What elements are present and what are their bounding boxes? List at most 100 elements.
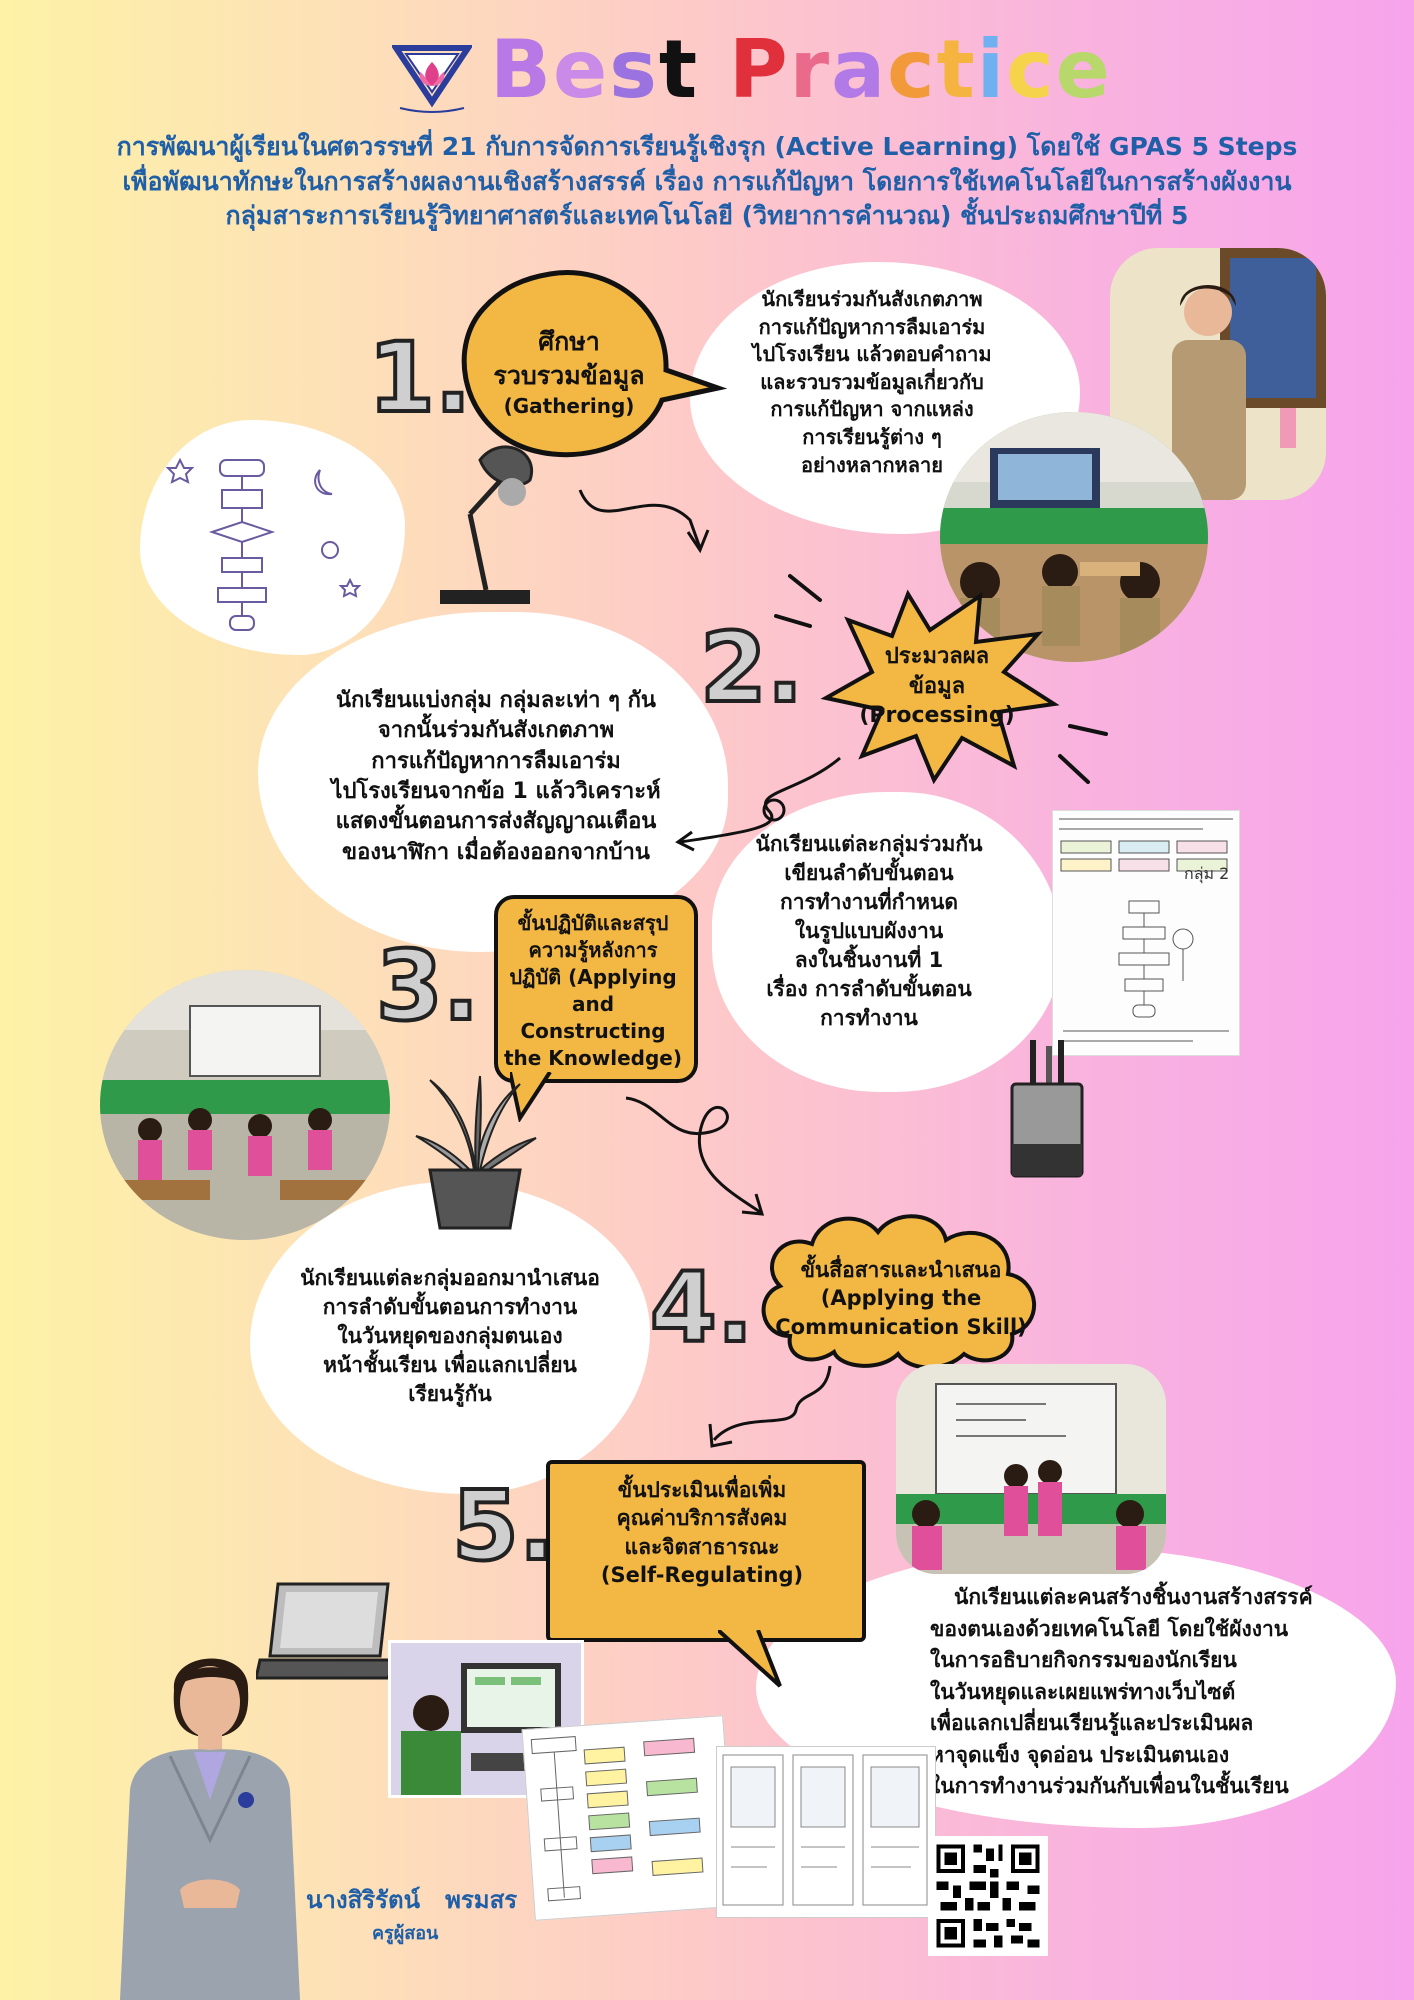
step4-number: 4.	[648, 1252, 755, 1364]
teacher-role: ครูผู้สอน	[372, 1923, 439, 1944]
step1-description: นักเรียนร่วมกันสังเกตภาพ การแก้ปัญหาการล…	[712, 286, 1032, 479]
subtitle-line-2: เพื่อพัฒนาทักษะในการสร้างผลงานเชิงสร้างส…	[122, 166, 1292, 196]
step2-left-line: นักเรียนแบ่งกลุ่ม กลุ่มละเท่า ๆ กัน	[336, 688, 656, 713]
school-logo	[390, 44, 474, 116]
student-computer-photo	[388, 1640, 584, 1798]
step2-burst	[808, 580, 1068, 790]
title-letter: s	[609, 23, 659, 116]
step5-bubble-tail	[716, 1628, 788, 1690]
website-screenshot	[716, 1746, 936, 1918]
laptop-icon	[254, 1578, 406, 1688]
step3-description: นักเรียนแต่ละกลุ่มออกมานำเสนอ การลำดับขั…	[270, 1264, 630, 1409]
step5-title-line: (Self-Regulating)	[600, 1563, 804, 1588]
step3-desc-line: นักเรียนแต่ละกลุ่มออกมานำเสนอ	[300, 1266, 600, 1290]
step5-number: 5.	[450, 1470, 557, 1582]
title-letter: c	[887, 23, 937, 116]
step2-title: ประมวลผล ข้อมูล (Processing)	[848, 642, 1026, 731]
step5-desc-line: นักเรียนแต่ละคนสร้างชิ้นงานสร้างสรรค์	[954, 1585, 1313, 1609]
step3-title-line: the Knowledge)	[503, 1046, 683, 1070]
step1-desc-line: การแก้ปัญหาการลืมเอาร่ม	[758, 314, 986, 339]
step2-right-line: ลงในชิ้นงานที่ 1	[794, 947, 944, 972]
step5-desc-line: ในการอธิบายกิจกรรมของนักเรียน	[930, 1648, 1237, 1672]
teacher-portrait	[110, 1640, 310, 2000]
step1-number: 1.	[366, 322, 473, 434]
step4-title-line: (Applying the	[820, 1286, 982, 1311]
step2-description-right: นักเรียนแต่ละกลุ่มร่วมกัน เขียนลำดับขั้น…	[724, 830, 1014, 1033]
flowchart-sketch	[150, 430, 390, 645]
step1-desc-line: นักเรียนร่วมกันสังเกตภาพ	[761, 287, 983, 311]
step3-title-line: ขั้นปฏิบัติและสรุป	[517, 911, 669, 935]
step5-desc-line: เพื่อแลกเปลี่ยนเรียนรู้และประเมินผล	[930, 1711, 1254, 1735]
flowchart-worksheet-1	[521, 1715, 737, 1921]
worksheet-image	[1052, 810, 1240, 1056]
step1-title-line-3: (Gathering)	[503, 393, 635, 418]
step3-desc-line: ในวันหยุดของกลุ่มตนเอง	[337, 1323, 563, 1348]
title-letter: e	[1055, 23, 1112, 116]
title-letter: i	[976, 23, 1007, 116]
step5-title-line: และจิตสาธารณะ	[624, 1534, 780, 1559]
step1-title-line-2: รวบรวมข้อมูล	[493, 360, 645, 390]
pencil-cup-icon	[1002, 1040, 1092, 1180]
step1-bubble	[440, 268, 730, 468]
blob-step3-desc	[250, 1182, 650, 1494]
step5-title-line: ขั้นประเมินเพื่อเพิ่ม	[617, 1478, 787, 1502]
step1-title: ศึกษา รวบรวมข้อมูล (Gathering)	[464, 325, 674, 420]
arrow-step3-to-step4	[625, 1096, 765, 1216]
step3-title-line: ปฏิบัติ (Applying	[509, 965, 677, 989]
step2-right-line: ในรูปแบบผังงาน	[794, 918, 944, 943]
step2-left-line: แสดงขั้นตอนการส่งสัญญาณเตือน	[335, 809, 657, 835]
step1-desc-line: และรวบรวมข้อมูลเกี่ยวกับ	[760, 369, 984, 394]
title-letter: t	[658, 23, 700, 116]
title-letter: r	[789, 23, 832, 116]
title-letter: c	[1006, 23, 1056, 116]
worksheet-group-label: กลุ่ม 2	[1184, 864, 1230, 883]
step3-desc-line: เรียนรู้กัน	[408, 1381, 492, 1406]
step3-bubble	[494, 895, 698, 1083]
step2-right-line: เขียนลำดับขั้นตอน	[784, 860, 954, 885]
step2-left-line: จากนั้นร่วมกันสังเกตภาพ	[377, 718, 615, 744]
classroom-photo-3	[100, 970, 390, 1240]
step2-left-line: ไปโรงเรียนจากข้อ 1 แล้ววิเคราะห์	[331, 779, 661, 805]
step5-desc-line: ในวันหยุดและเผยแพร่ทางเว็บไซต์	[930, 1679, 1236, 1704]
step5-desc-line: ในการทำงานร่วมกันกับเพื่อนในชั้นเรียน	[930, 1774, 1289, 1798]
step1-desc-line: ไปโรงเรียน แล้วตอบคำถาม	[752, 342, 992, 367]
step3-title-line: ความรู้หลังการ	[528, 938, 658, 962]
title-letter: t	[936, 23, 977, 116]
step2-description-left: นักเรียนแบ่งกลุ่ม กลุ่มละเท่า ๆ กัน จากน…	[296, 686, 696, 868]
arrow-step2-to-left	[675, 756, 841, 852]
step1-desc-line: การแก้ปัญหา จากแหล่ง	[770, 397, 974, 422]
blob-sketch	[140, 420, 405, 655]
burst-lines	[770, 556, 1110, 826]
step2-right-line: การทำงาน	[820, 1005, 918, 1030]
step5-description: นักเรียนแต่ละคนสร้างชิ้นงานสร้างสรรค์ ขอ…	[930, 1582, 1390, 1803]
step5-desc-line: หาจุดแข็ง จุดอ่อน ประเมินตนเอง	[930, 1742, 1230, 1767]
plant-pot-icon	[410, 1070, 540, 1230]
step3-desc-line: การลำดับขั้นตอนการทำงาน	[322, 1294, 578, 1319]
step4-title: ขั้นสื่อสารและนำเสนอ (Applying the Commu…	[770, 1256, 1032, 1341]
step2-number: 2.	[698, 612, 805, 724]
step2-title-line-1: ประมวลผล	[884, 644, 990, 669]
subtitle-line-1: การพัฒนาผู้เรียนในศตวรรษที่ 21 กับการจัด…	[116, 132, 1298, 161]
title-letter: P	[728, 23, 790, 116]
qr-code	[928, 1836, 1048, 1956]
step5-title-line: คุณค่าบริการสังคม	[616, 1506, 788, 1531]
desk-lamp-icon	[420, 440, 560, 610]
step4-title-line: ขั้นสื่อสารและนำเสนอ	[800, 1258, 1002, 1282]
step2-left-line: ของนาฬิกา เมื่อต้องออกจากบ้าน	[342, 839, 650, 865]
title-letter: e	[552, 23, 610, 116]
title-letter: B	[490, 23, 553, 116]
step3-bubble-tail	[508, 1070, 560, 1124]
step5-desc-line: ของตนเองด้วยเทคโนโลยี โดยใช้ผังงาน	[930, 1616, 1289, 1641]
step2-right-line: นักเรียนแต่ละกลุ่มร่วมกัน	[755, 832, 983, 856]
step2-right-line: เรื่อง การลำดับขั้นตอน	[766, 976, 972, 1001]
title-letter: a	[831, 23, 888, 116]
step4-title-line: Communication Skill)	[775, 1314, 1027, 1339]
teacher-name: นางสิริรัตน์ พรมสร	[306, 1886, 518, 1914]
step2-title-line-3: (Processing)	[859, 703, 1015, 729]
subtitle-line-3: กลุ่มสาระการเรียนรู้วิทยาศาสตร์และเทคโนโ…	[225, 201, 1189, 230]
step1-desc-line: อย่างหลากหลาย	[801, 452, 943, 477]
step1-title-line-1: ศึกษา	[538, 327, 600, 356]
page-title: Best Practice	[490, 30, 1112, 110]
step5-bubble	[546, 1460, 866, 1642]
step4-cloud	[750, 1206, 1050, 1370]
